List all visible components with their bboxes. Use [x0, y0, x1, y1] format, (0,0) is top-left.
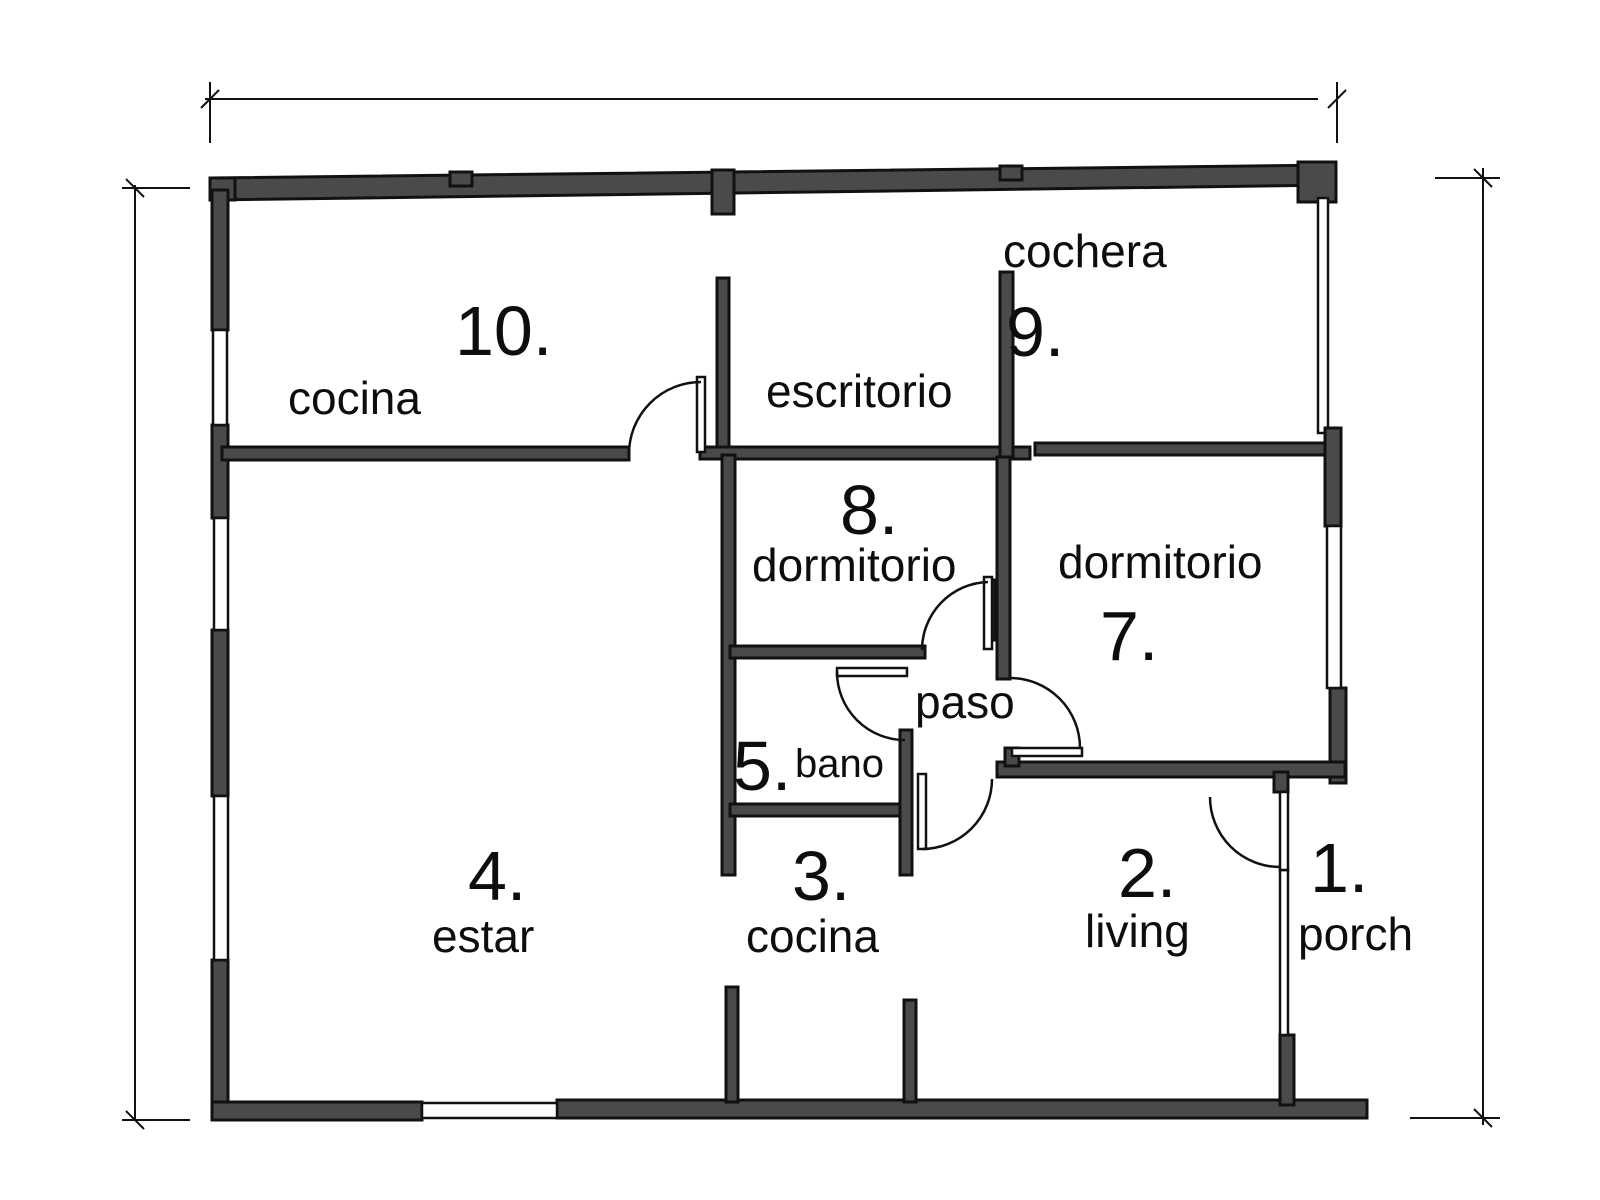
room-name-cocina-3: cocina [746, 910, 879, 962]
dimension-lines [122, 82, 1500, 1130]
room-name-porch: porch [1298, 908, 1413, 960]
room-number-cocina-3: 3. [792, 837, 850, 915]
room-labels: 1. porch 2. living 3. cocina 4. estar 5.… [288, 225, 1413, 962]
doors [627, 375, 1290, 872]
room-name-cochera: cochera [1003, 225, 1167, 277]
room-name-dormitorio-7: dormitorio [1058, 536, 1263, 588]
room-name-bano: bano [795, 742, 884, 786]
room-name-dormitorio-8: dormitorio [752, 539, 957, 591]
room-name-paso: paso [915, 676, 1015, 728]
room-name-living: living [1085, 905, 1190, 957]
room-name-escritorio: escritorio [766, 365, 953, 417]
room-number-cochera: 9. [1006, 293, 1064, 371]
room-number-living: 2. [1118, 834, 1176, 912]
room-number-dormitorio-7: 7. [1100, 597, 1158, 675]
room-number-dormitorio-8: 8. [840, 471, 898, 549]
room-number-cocina-10: 10. [455, 292, 552, 370]
walls [208, 160, 1369, 1122]
room-number-bano: 5. [733, 727, 791, 805]
windows [211, 328, 1343, 1120]
room-number-porch: 1. [1310, 829, 1368, 907]
room-name-cocina-10: cocina [288, 372, 421, 424]
room-name-estar: estar [432, 910, 534, 962]
room-number-estar: 4. [468, 837, 526, 915]
